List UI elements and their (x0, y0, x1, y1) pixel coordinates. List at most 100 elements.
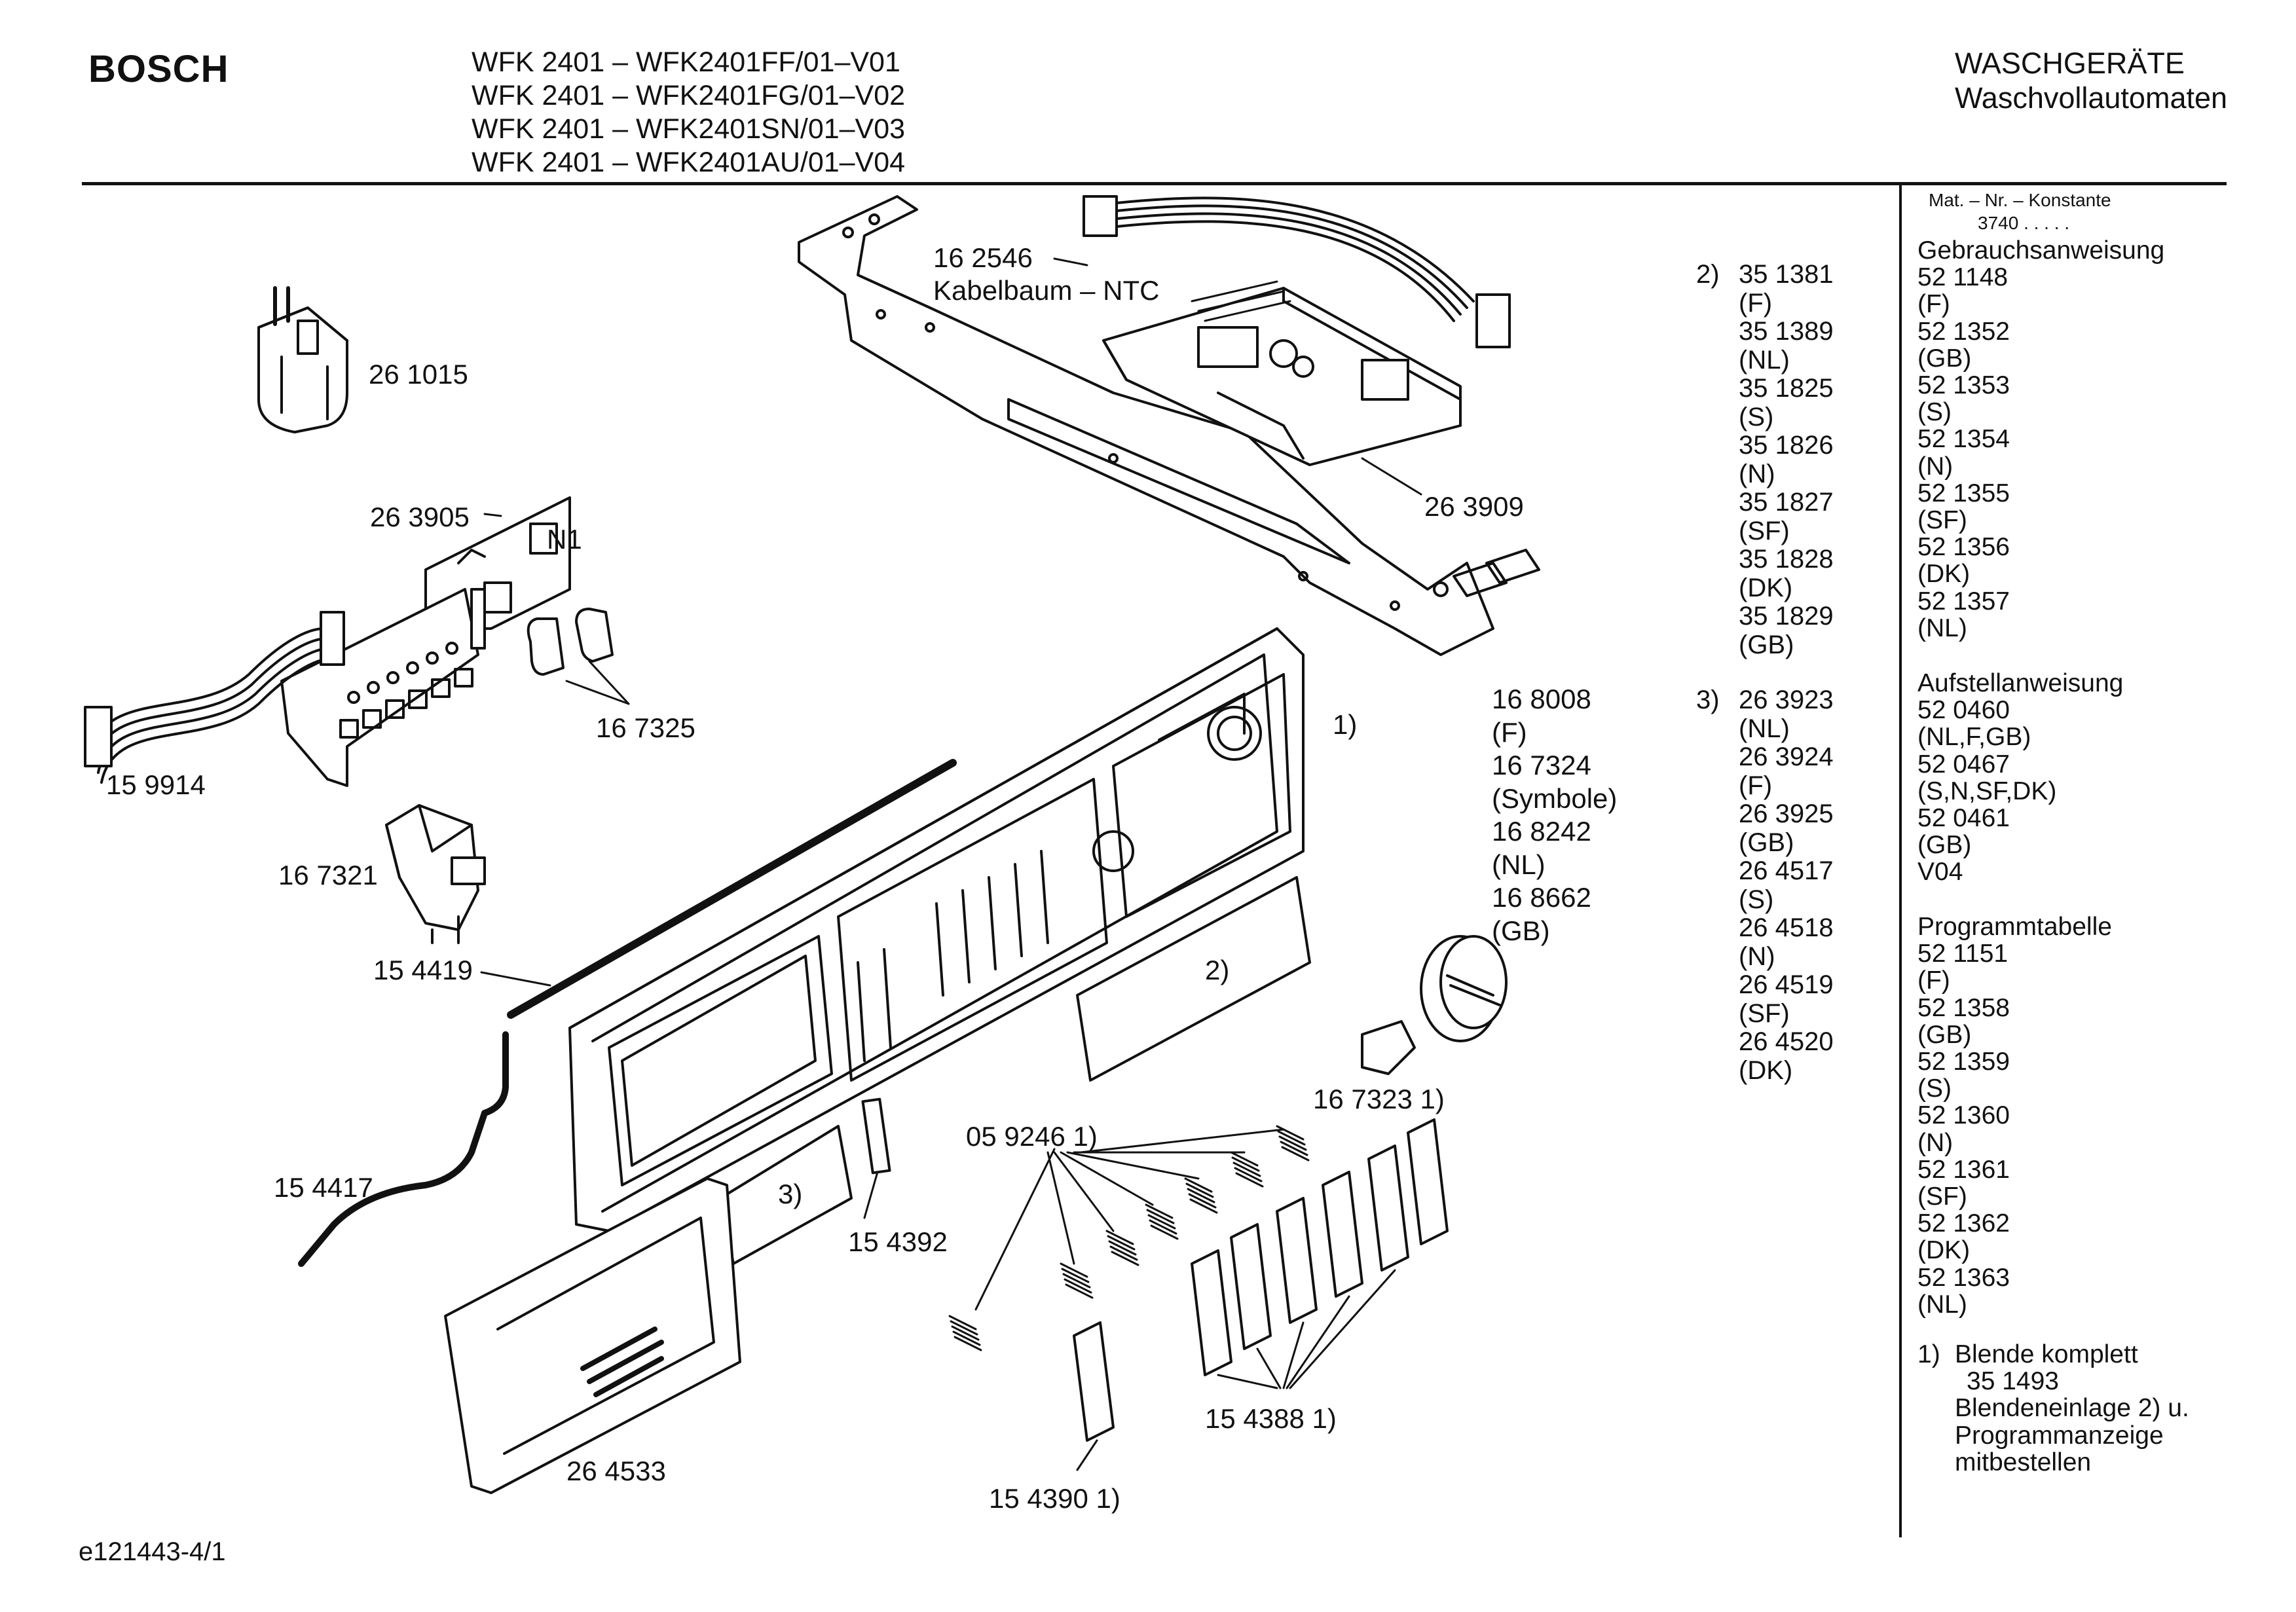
part-number-label: 15 9914 (106, 769, 206, 800)
part-number-label: 15 4388 1) (1205, 1403, 1337, 1434)
list-item: (N) (1917, 1128, 1953, 1157)
part-name-label: Kabelbaum – NTC (933, 275, 1160, 306)
model-line: WFK 2401 – WFK2401FF/01–V01 (472, 46, 900, 78)
konstante-value: 3740 . . . . . (1978, 213, 2070, 233)
part-number-label: 16 7325 (596, 712, 695, 743)
list-item: (NL) (1917, 614, 1967, 642)
list-item: (N) (1739, 459, 1775, 488)
category-subtitle: Waschvollautomaten (1955, 81, 2228, 115)
list-item: 35 1827 (1739, 488, 1834, 517)
part-number-label: 05 9246 1) (966, 1121, 1098, 1152)
mat-nr-label: Mat. – Nr. – Konstante (1929, 190, 2111, 210)
part-number-label: 15 4390 1) (989, 1483, 1120, 1514)
leader-lines (480, 257, 1422, 1471)
list-item: 16 8242 (1492, 816, 1591, 847)
note-line: Blende komplett (1955, 1340, 2138, 1368)
list-item: (DK) (1739, 573, 1793, 602)
list-item: 52 1356 (1917, 533, 2010, 562)
push-buttons (527, 608, 614, 676)
list-item: 52 1357 (1917, 587, 2010, 615)
part-number-label: 26 4533 (566, 1456, 666, 1486)
note-line: Programmanzeige (1955, 1421, 2164, 1450)
part-number-label: 26 1015 (369, 359, 468, 390)
part-number-label: 16 2546 (933, 242, 1033, 273)
list-item: (S) (1739, 885, 1774, 914)
list-item: (GB) (1739, 828, 1794, 857)
list-item: 52 0460 (1917, 696, 2010, 725)
ribbon-cable (84, 611, 345, 784)
list-marker: 2) (1696, 260, 1720, 289)
part-number-label: 16 7321 (278, 860, 378, 890)
list-item: (F) (1739, 771, 1773, 800)
list-item: 35 1829 (1739, 602, 1834, 631)
list-item: (S) (1917, 398, 1952, 427)
list-item: 26 3925 (1739, 799, 1834, 828)
list-item: (F) (1739, 288, 1773, 318)
model-line: WFK 2401 – WFK2401SN/01–V03 (472, 113, 906, 145)
knob-parts-list: 16 8008 (F) 16 7324 (Symbole) 16 8242 (N… (1492, 683, 1617, 947)
part-number-label: 16 7323 1) (1313, 1084, 1445, 1114)
variant-list-3: 26 3923 (NL) 26 3924 (F) 26 3925 (GB) 26… (1739, 686, 1834, 1085)
section-title: Gebrauchsanweisung (1917, 236, 2165, 265)
model-line: WFK 2401 – WFK2401AU/01–V04 (472, 147, 906, 178)
list-item: 16 7324 (1492, 750, 1591, 780)
footnote-marker: 3) (778, 1179, 803, 1209)
list-item: 35 1381 (1739, 260, 1834, 289)
part-number-label: 15 4392 (848, 1226, 948, 1257)
control-frame-bracket (798, 195, 1540, 656)
list-item: (Symbole) (1492, 782, 1618, 814)
note-line: Blendeneinlage 2) u. (1955, 1394, 2189, 1423)
list-item: (GB) (1917, 831, 1972, 860)
list-item: (N) (1917, 452, 1953, 481)
selector-switch (385, 804, 486, 944)
program-knob (1361, 935, 1508, 1075)
bent-rod (298, 1031, 509, 1267)
list-item: 26 4518 (1739, 913, 1834, 942)
list-item: (SF) (1739, 998, 1790, 1028)
list-item: (DK) (1739, 1055, 1793, 1085)
list-item: 35 1825 (1739, 374, 1834, 403)
list-item: 26 4520 (1739, 1027, 1834, 1056)
list-item: 16 8662 (1492, 882, 1591, 913)
list-item: 52 1352 (1917, 317, 2010, 346)
list-item: (SF) (1917, 506, 1967, 535)
list-item: 52 1151 (1917, 940, 2009, 968)
list-item: V04 (1917, 858, 1963, 887)
order-note: Blende komplett 35 1493 Blendeneinlage 2… (1955, 1341, 2189, 1476)
list-item: (NL) (1917, 1290, 1967, 1319)
list-marker: 3) (1696, 686, 1720, 714)
program-insert (1076, 876, 1311, 1082)
detergent-drawer-handle (444, 1177, 741, 1494)
springs (948, 1125, 1310, 1351)
relay-part (257, 286, 348, 433)
list-item: 52 1355 (1917, 479, 2010, 507)
header-divider (82, 182, 2227, 185)
model-line: WFK 2401 – WFK2401FG/01–V02 (472, 80, 906, 111)
list-item: 52 1359 (1917, 1048, 2010, 1076)
list-item: 26 4519 (1739, 970, 1834, 999)
list-item: 52 0467 (1917, 750, 2010, 779)
list-item: 35 1389 (1739, 317, 1834, 346)
small-slider (861, 1097, 891, 1175)
list-item: 52 1358 (1917, 993, 2010, 1022)
part-number-label: 15 4417 (274, 1172, 373, 1203)
note-marker: 1) (1917, 1340, 1940, 1368)
list-item: (SF) (1917, 1182, 1967, 1211)
aufstellanweisung-section: Aufstellanweisung 52 0460 (NL,F,GB) 52 0… (1917, 670, 2123, 886)
footnote-marker: 2) (1205, 955, 1230, 985)
category-block: WASCHGERÄTE Waschvollautomaten (1955, 46, 2227, 115)
gebrauchsanweisung-section: Gebrauchsanweisung 52 1148 (F) 52 1352 (… (1917, 237, 2164, 642)
model-list: WFK 2401 – WFK2401FF/01–V01 WFK 2401 – W… (472, 46, 905, 179)
control-module-pcb (1102, 280, 1462, 466)
sidebar-divider (1899, 185, 1902, 1537)
gasket-strip (507, 759, 957, 1019)
section-title: Aufstellanweisung (1917, 669, 2124, 697)
brand-logo: BOSCH (88, 48, 229, 90)
button-board (280, 588, 486, 787)
note-line: 35 1493 (1967, 1367, 2059, 1396)
list-item: 52 1148 (1917, 263, 2009, 292)
list-item: (S) (1917, 1074, 1952, 1103)
list-item: (S,N,SF,DK) (1917, 777, 2057, 805)
list-item: (NL,F,GB) (1917, 723, 2031, 752)
